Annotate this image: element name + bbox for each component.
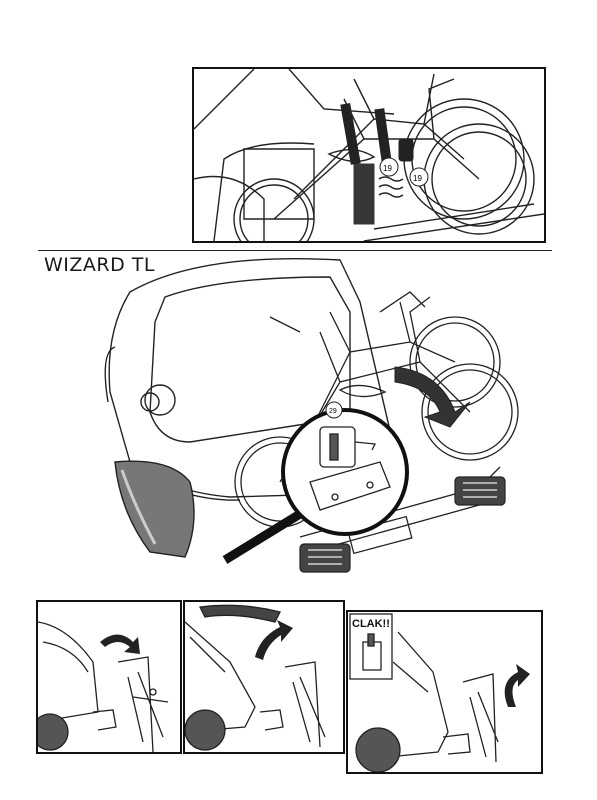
product-title: WIZARD TL — [44, 254, 155, 276]
step-3-panel: CLAK!! — [346, 610, 543, 774]
top-detail-drawing: 19 19 — [194, 69, 544, 241]
callout-19-left: 19 — [383, 164, 392, 173]
step-3-drawing — [349, 613, 530, 772]
step-2-panel — [183, 600, 345, 754]
step-1-panel — [36, 600, 182, 754]
step-2-drawing — [185, 604, 326, 751]
arrow-curved-icon — [255, 620, 293, 660]
arrow-curved-icon — [504, 664, 530, 707]
callout-19-right: 19 — [413, 174, 422, 183]
step-1-drawing — [38, 621, 169, 752]
tail-lamps — [299, 476, 506, 573]
rear-tyre — [114, 460, 195, 558]
callout-29: 29 — [329, 408, 337, 415]
main-illustration: 29 — [104, 258, 519, 573]
section-divider — [38, 250, 552, 251]
top-detail-panel: 19 19 — [192, 67, 546, 243]
magnifier-icon: 29 — [222, 401, 409, 564]
arrow-curved-icon — [394, 366, 471, 428]
arrow-curved-icon — [100, 634, 140, 654]
clak-label: CLAK!! — [352, 618, 390, 630]
